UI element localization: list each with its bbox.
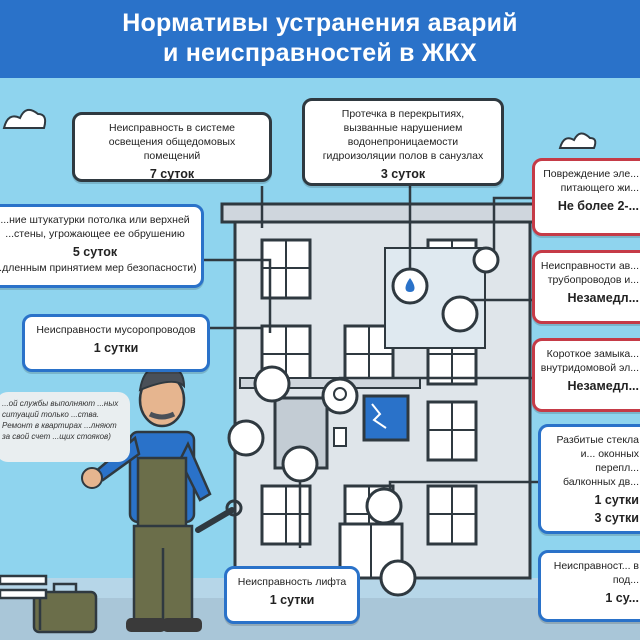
water-drop-icon [405, 278, 415, 292]
speech-bubble-text: ...ой службы выполняют ...ных ситуаций т… [2, 399, 119, 441]
box-leak-deadline: 3 суток [380, 167, 426, 181]
box-cable-text: Повреждение эле... питающего жи... [543, 168, 639, 194]
box-pipes-text: Неисправности ав... трубопроводов и... [540, 260, 639, 286]
box-bottom-right-deadline: 1 су... [605, 591, 639, 605]
box-plaster-text: ...ние штукатурки потолка или верхней ..… [0, 214, 190, 240]
cloud-icon [2, 108, 47, 129]
box-glass-text: Разбитые стекла и... оконных перепл... б… [556, 434, 639, 488]
box-pipes-deadline: Незамедл... [567, 291, 639, 305]
light-bulb-icon [333, 387, 347, 401]
box-cable: Повреждение эле... питающего жи... Не бо… [532, 158, 640, 236]
box-glass-deadline-2: 3 сутки [594, 511, 639, 525]
box-lift: Неисправность лифта 1 сутки [224, 566, 360, 624]
speech-bubble: ...ой службы выполняют ...ных ситуаций т… [0, 392, 130, 462]
box-short-deadline: Незамедл... [567, 379, 639, 393]
box-pipes: Неисправности ав... трубопроводов и... Н… [532, 250, 640, 324]
cloud-icon [558, 132, 597, 149]
broken-window [362, 394, 410, 442]
indicator-circles [227, 246, 500, 597]
box-bottom-right: Неисправност... в под... 1 су... [538, 550, 640, 622]
box-chute: Неисправности мусоропроводов 1 сутки [22, 314, 210, 372]
box-plaster-note: ...дленным принятием мер безопасности) [0, 262, 197, 274]
box-plaster: ...ние штукатурки потолка или верхней ..… [0, 204, 204, 288]
box-glass: Разбитые стекла и... оконных перепл... б… [538, 424, 640, 534]
title-line-2: и неисправностей в ЖКХ [163, 39, 477, 67]
box-plaster-deadline: 5 суток [72, 245, 118, 259]
switch-icon [333, 427, 347, 447]
scene-illustration [0, 108, 640, 640]
box-chute-text: Неисправности мусоропроводов [36, 324, 196, 336]
box-bottom-right-text: Неисправност... в под... [553, 560, 639, 586]
wrench-icon [195, 499, 243, 533]
box-lighting-deadline: 7 суток [149, 167, 195, 181]
box-leak-text: Протечка в перекрытиях, вызванные наруше… [322, 108, 484, 162]
box-short: Короткое замыка... внутридомовой эл... Н… [532, 338, 640, 412]
box-lift-deadline: 1 сутки [269, 593, 315, 607]
box-cable-deadline: Не более 2-... [557, 199, 639, 213]
box-short-text: Короткое замыка... внутридомовой эл... [540, 348, 639, 374]
title-line-1: Нормативы устранения аварий [122, 9, 518, 37]
briefcase-icon [32, 582, 98, 634]
bench-icon [0, 574, 48, 630]
box-lighting: Неисправность в системе освещения общедо… [72, 112, 272, 182]
box-leak: Протечка в перекрытиях, вызванные наруше… [302, 98, 504, 186]
box-lighting-text: Неисправность в системе освещения общедо… [108, 122, 236, 162]
box-glass-deadline: 1 сутки [594, 493, 639, 507]
box-chute-deadline: 1 сутки [93, 341, 139, 355]
header-banner: Нормативы устранения аварий и неисправно… [0, 0, 640, 78]
box-lift-text: Неисправность лифта [237, 576, 347, 588]
